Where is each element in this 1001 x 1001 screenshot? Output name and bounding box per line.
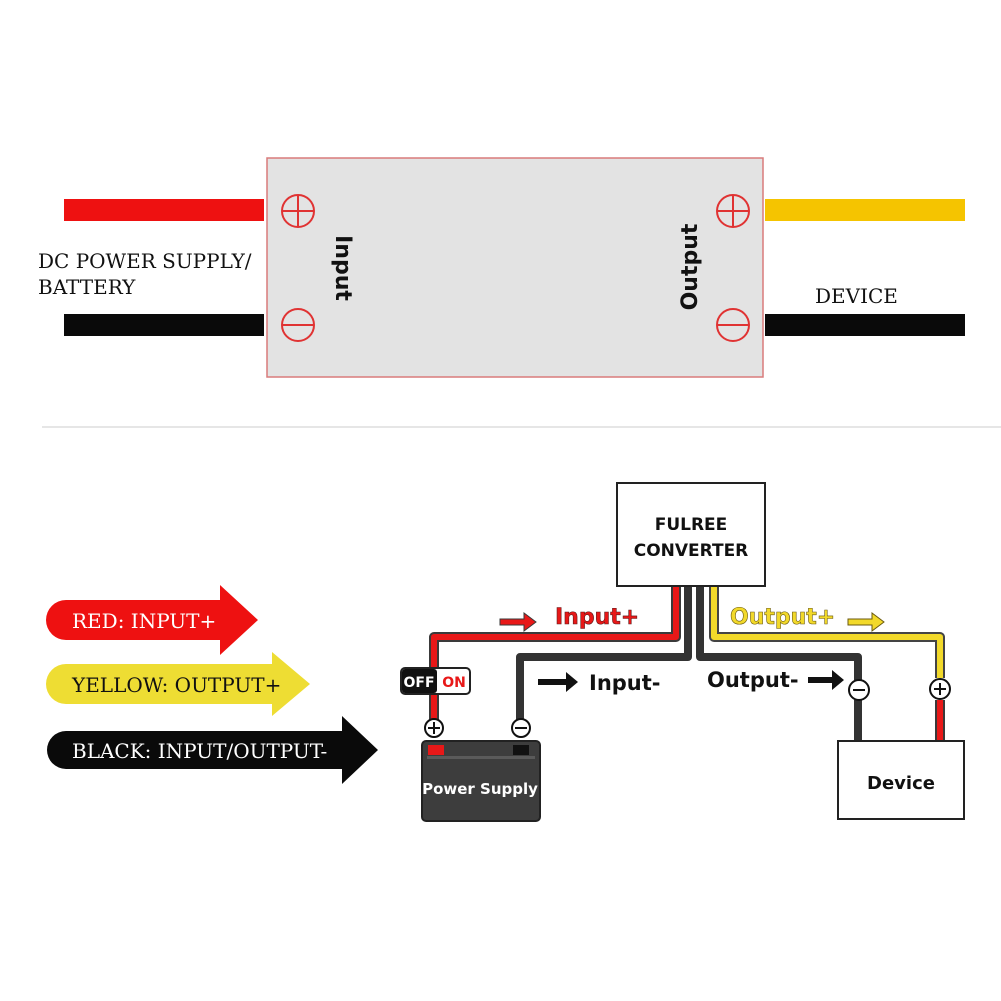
- input-minus-terminal-icon: [281, 308, 315, 342]
- wiring-diagram: FULREE CONVERTER Input+ Output+ Input- O…: [400, 482, 965, 822]
- converter-label-line2: CONVERTER: [634, 541, 749, 561]
- power-supply-battery-label-line2: BATTERY: [38, 275, 136, 299]
- legend-black-label: BLACK: INPUT/OUTPUT-: [72, 739, 327, 763]
- input-plus-arrow-icon: [499, 612, 537, 632]
- input-plus-terminal-icon: [281, 194, 315, 228]
- input-minus-label: Input-: [589, 671, 661, 695]
- switch-off-label: OFF: [403, 675, 434, 691]
- battery-negative-post: [513, 745, 529, 755]
- output-negative-wire-black: [765, 314, 965, 336]
- output-positive-wire-yellow: [765, 199, 965, 221]
- yellow-output-wire: [709, 586, 945, 678]
- input-positive-wire-red: [64, 199, 264, 221]
- output-minus-label: Output-: [707, 668, 799, 692]
- device-box: [837, 740, 965, 820]
- converter-module: [266, 157, 764, 378]
- output-plus-terminal-icon: [716, 194, 750, 228]
- legend-yellow-arrow: YELLOW: OUTPUT+: [46, 652, 310, 716]
- legend-yellow-label: YELLOW: OUTPUT+: [71, 673, 281, 697]
- input-minus-arrow-icon: [538, 672, 578, 692]
- power-switch[interactable]: OFF ON: [400, 667, 471, 695]
- power-supply-battery-label-line1: DC POWER SUPPLY/: [38, 249, 252, 273]
- supply-plus-terminal-icon: [424, 718, 444, 738]
- converter-label-line1: FULREE: [655, 515, 728, 535]
- top-wiring-illustration: Input Output DC POWER SUPPLY/ BATTERY DE…: [38, 157, 965, 378]
- module-output-label: Output: [678, 223, 703, 310]
- black-input-wire: [516, 586, 692, 720]
- output-minus-terminal-icon: [716, 308, 750, 342]
- supply-minus-terminal-icon: [511, 718, 531, 738]
- black-output-wire: [696, 586, 862, 680]
- device-label: DEVICE: [815, 284, 898, 308]
- legend: RED: INPUT+ YELLOW: OUTPUT+ BLACK: INPUT…: [46, 585, 378, 784]
- output-plus-arrow-icon: [847, 612, 885, 632]
- device-box-label: Device: [867, 773, 935, 794]
- legend-red-label: RED: INPUT+: [72, 609, 216, 633]
- device-minus-terminal-icon: [848, 679, 870, 701]
- legend-red-arrow: RED: INPUT+: [46, 585, 258, 655]
- module-input-label: Input: [330, 235, 355, 301]
- legend-black-arrow: BLACK: INPUT/OUTPUT-: [47, 716, 378, 784]
- fulree-converter-box: [616, 482, 766, 587]
- switch-on-label: ON: [442, 675, 466, 691]
- power-supply-battery: Power Supply: [421, 740, 541, 822]
- input-plus-label: Input+: [555, 605, 639, 630]
- device-plus-terminal-icon: [929, 678, 951, 700]
- input-negative-wire-black: [64, 314, 264, 336]
- output-plus-label: Output+: [730, 605, 835, 630]
- output-minus-arrow-icon: [808, 670, 844, 690]
- battery-positive-post: [428, 745, 444, 755]
- power-supply-label: Power Supply: [422, 780, 538, 798]
